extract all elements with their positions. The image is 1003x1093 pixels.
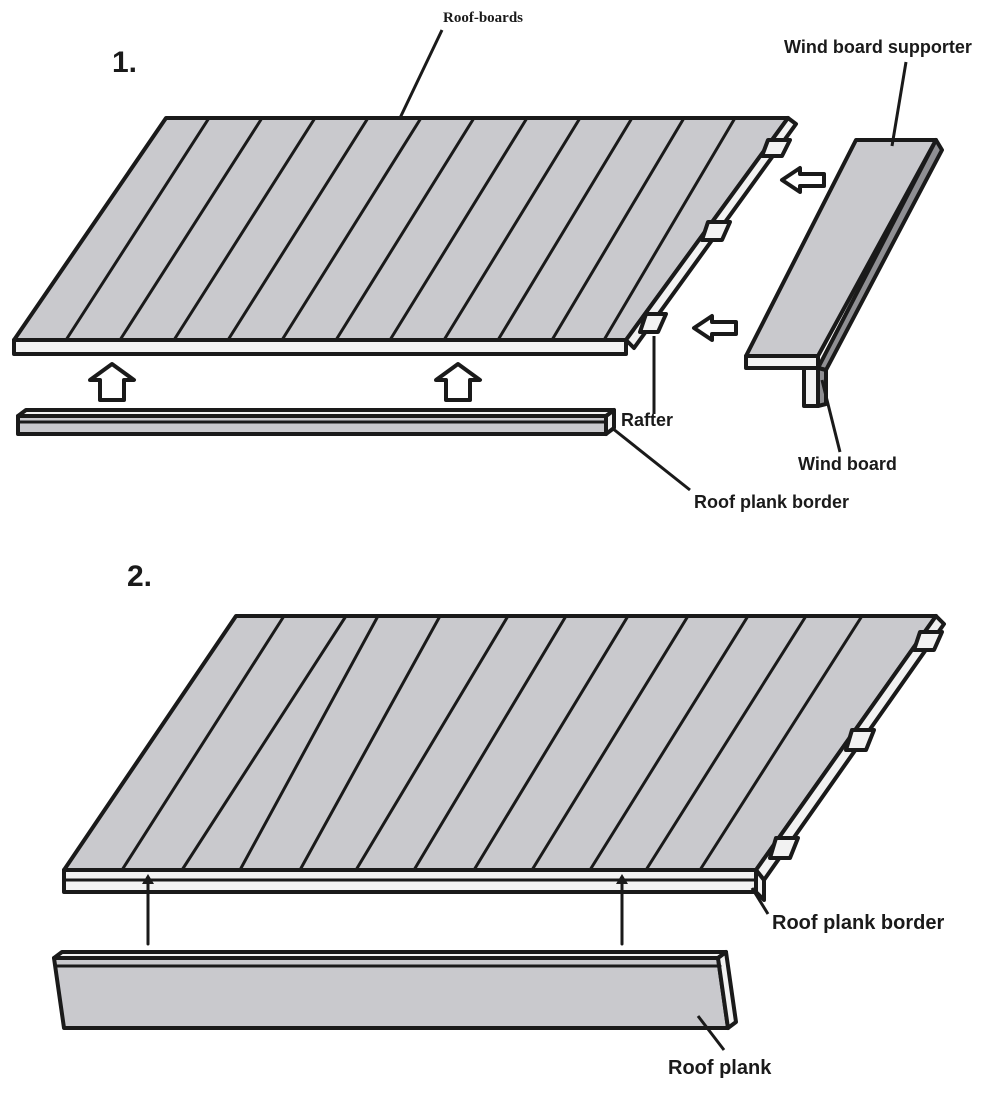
- label-roof-plank: Roof plank: [668, 1057, 772, 1079]
- label-roof-plank-border-2: Roof plank border: [772, 912, 944, 934]
- label-wind-board: Wind board: [798, 454, 897, 474]
- thin-arrow-icon: [142, 874, 628, 946]
- leader-roof-plank: [696, 1015, 726, 1051]
- label-roof-boards: Roof-boards: [443, 10, 523, 26]
- roof-board-front-edge: [12, 338, 628, 356]
- roof-board-top-face: [62, 614, 938, 872]
- leader-roof-plank-border-1: [611, 426, 691, 492]
- hollow-arrow-icon: [88, 362, 482, 402]
- roof-board-panel-1: [12, 116, 798, 356]
- roof-plank: [52, 950, 738, 1030]
- label-roof-plank-border-1: Roof plank border: [694, 492, 849, 512]
- step-2-group: 2.: [52, 560, 946, 1079]
- wind-board-lip: [802, 366, 820, 408]
- board-seams-1: [64, 116, 737, 342]
- board-seams-2: [120, 614, 864, 872]
- label-wind-board-supporter: Wind board supporter: [784, 37, 972, 57]
- rafter-ends-2: [768, 630, 944, 860]
- step-1-group: 1.: [12, 10, 972, 512]
- leader-wind-board: [820, 379, 842, 453]
- leader-roof-plank-border-2: [750, 887, 770, 915]
- roof-plank-border-1: [16, 408, 616, 436]
- rafter-end: [638, 312, 668, 334]
- roof-board-panel-2: [62, 614, 946, 902]
- label-rafter: Rafter: [621, 410, 673, 430]
- leader-roof-boards: [398, 29, 444, 119]
- step-number-2: 2.: [127, 560, 152, 593]
- hollow-arrow-icon: [692, 166, 826, 342]
- rafter-ends-1: [638, 138, 792, 334]
- step-number-1: 1.: [112, 46, 137, 79]
- leader-wind-board-supporter: [890, 61, 908, 147]
- wind-board-assembly: [744, 138, 944, 408]
